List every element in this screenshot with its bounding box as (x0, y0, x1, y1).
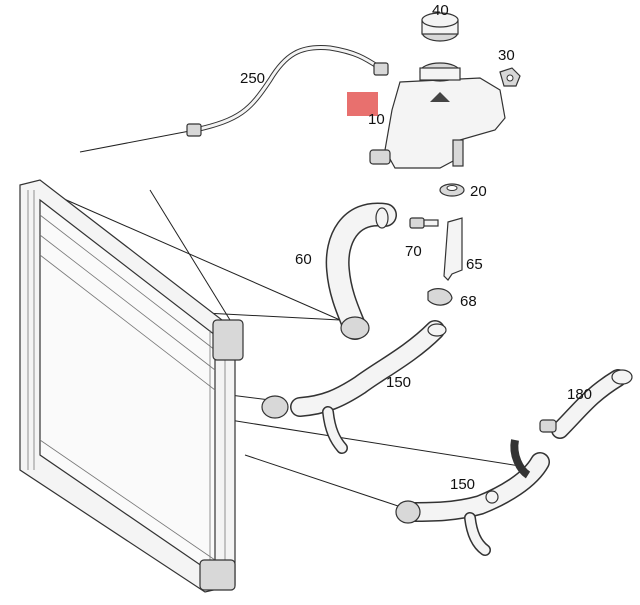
hose-150-upper (261, 320, 447, 454)
nut-30 (499, 67, 521, 87)
vent-hose-250 (186, 44, 389, 137)
label-180: 180 (567, 386, 592, 403)
label-68: 68 (460, 293, 477, 310)
bolt-70 (409, 217, 439, 229)
label-10: 10 (368, 111, 385, 128)
label-40: 40 (432, 2, 449, 19)
highlight-marker (347, 92, 378, 116)
hose-150-lower (395, 439, 550, 556)
bracket-65 (443, 217, 463, 281)
grommet-20 (439, 183, 465, 197)
clamp-68 (427, 288, 453, 306)
label-30: 30 (498, 47, 515, 64)
part-labels: 10 20 30 40 60 65 68 70 150 150 180 250 (240, 2, 592, 493)
radiator (19, 179, 244, 593)
label-150-upper: 150 (386, 374, 411, 391)
label-150-lower: 150 (450, 476, 475, 493)
tank-cap-40 (421, 12, 459, 42)
label-65: 65 (466, 256, 483, 273)
hose-60 (325, 202, 397, 340)
label-20: 20 (470, 183, 487, 200)
label-250: 250 (240, 70, 265, 87)
label-70: 70 (405, 243, 422, 260)
expansion-tank-10 (369, 62, 506, 169)
hose-180 (539, 369, 633, 439)
label-60: 60 (295, 251, 312, 268)
